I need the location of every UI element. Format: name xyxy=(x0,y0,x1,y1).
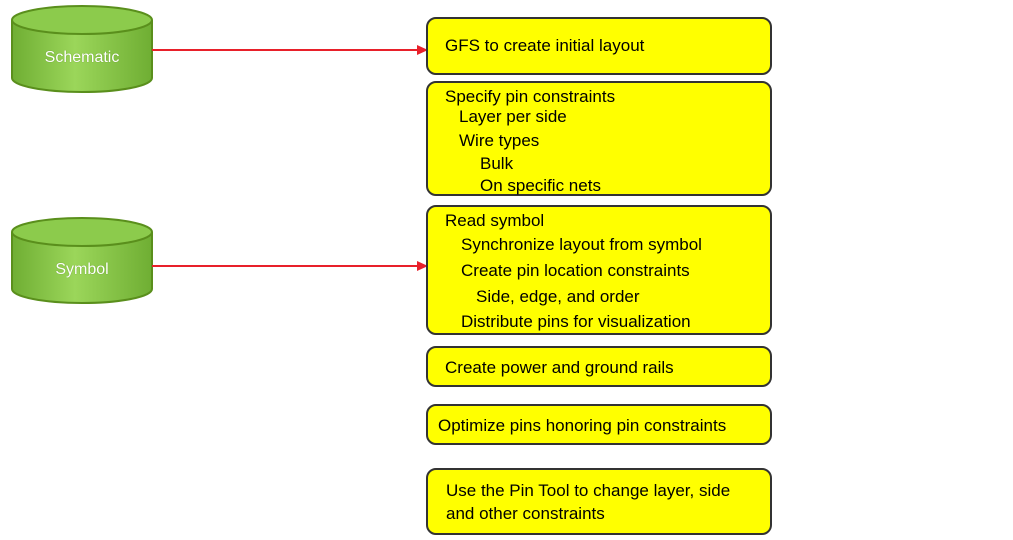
step-subtext: Synchronize layout from symbol xyxy=(461,235,702,254)
step-gfs-box: GFS to create initial layout xyxy=(426,17,772,75)
step-text: GFS to create initial layout xyxy=(445,36,645,55)
symbol-label: Symbol xyxy=(55,261,109,278)
step-subtext: Wire types xyxy=(459,131,540,150)
step-subtext: On specific nets xyxy=(480,176,601,195)
step-text: Use the Pin Tool to change layer, side xyxy=(446,481,731,500)
step-text: Specify pin constraints xyxy=(445,87,616,106)
step-text: Optimize pins honoring pin constraints xyxy=(438,416,727,435)
step-subtext: Bulk xyxy=(480,154,514,173)
schematic-cylinder xyxy=(11,5,153,93)
symbol-arrow xyxy=(152,261,428,271)
step-text: and other constraints xyxy=(446,504,605,523)
step-optimize-pins-box: Optimize pins honoring pin constraints xyxy=(426,404,772,445)
step-subtext: Distribute pins for visualization xyxy=(461,312,691,331)
step-power-rails-box: Create power and ground rails xyxy=(426,346,772,387)
step-subtext: Side, edge, and order xyxy=(476,287,640,306)
step-subtext: Layer per side xyxy=(459,107,567,126)
step-text: Create power and ground rails xyxy=(445,358,674,377)
step-pin-constraints-box: Specify pin constraints Layer per side W… xyxy=(426,81,772,196)
step-pin-tool-box: Use the Pin Tool to change layer, side a… xyxy=(426,468,772,535)
schematic-arrow xyxy=(152,45,428,55)
step-subtext: Create pin location constraints xyxy=(461,261,690,280)
step-read-symbol-box: Read symbol Synchronize layout from symb… xyxy=(426,205,772,335)
symbol-cylinder xyxy=(11,217,153,304)
schematic-label: Schematic xyxy=(44,49,120,66)
step-text: Read symbol xyxy=(445,211,545,230)
